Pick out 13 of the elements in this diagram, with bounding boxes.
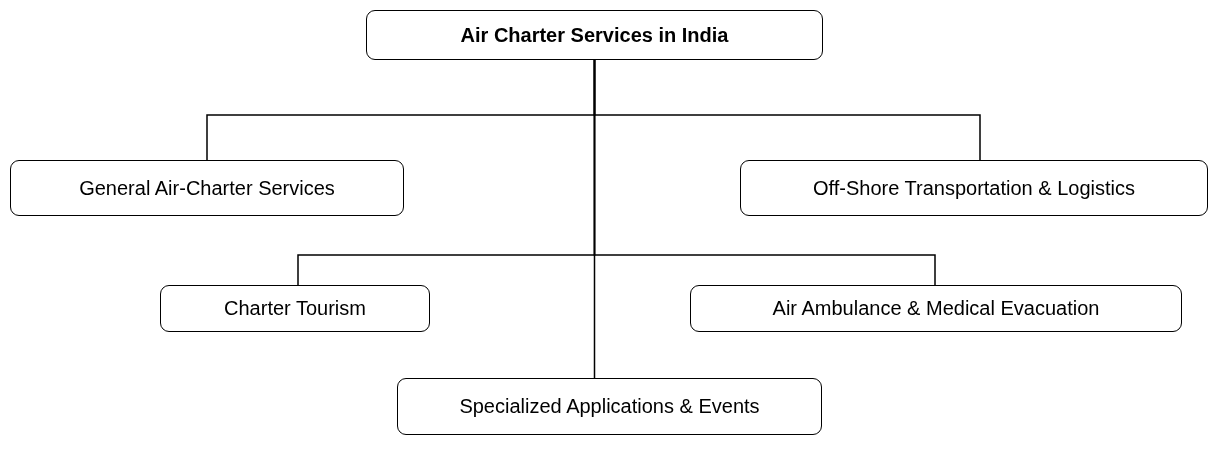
root-box [366, 10, 823, 60]
category-label: Charter Tourism [224, 297, 366, 320]
category-box [10, 160, 404, 216]
category-box [740, 160, 1208, 216]
category-box [160, 285, 430, 332]
category-box [397, 378, 822, 435]
category-label: Air Ambulance & Medical Evacuation [772, 297, 1100, 320]
connector-line [593, 59, 596, 379]
category-label: Specialized Applications & Events [459, 395, 760, 418]
category-label: General Air-Charter Services [79, 176, 335, 200]
root-title: Air Charter Services in India [460, 23, 729, 47]
category-label: Off-Shore Transportation & Logistics [813, 176, 1135, 200]
category-box [690, 285, 1182, 332]
